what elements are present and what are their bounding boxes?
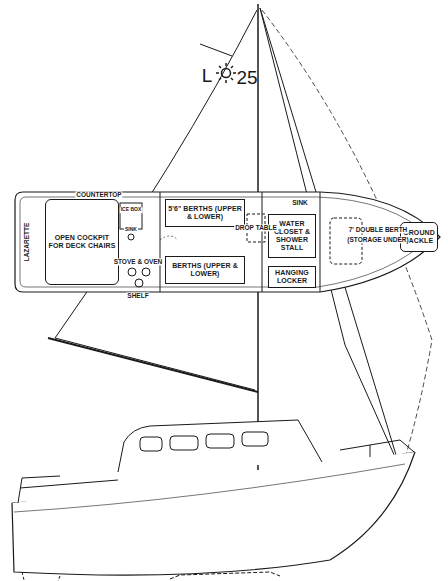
part-label: LAZARETTE (23, 222, 30, 263)
berth-box: 5'6" BERTHS (UPPER & LOWER) (165, 199, 245, 227)
part-label: 7' DOUBLE BERTH (348, 226, 409, 233)
part-label: DROP TABLE (234, 224, 278, 231)
sail-number: 25 (235, 68, 258, 89)
box-text: OPEN COCKPIT FOR DECK CHAIRS (48, 234, 116, 250)
box-text: 5'6" BERTHS (UPPER & LOWER) (168, 205, 242, 221)
locker-box: HANGING LOCKER (268, 266, 316, 288)
berth-box: BERTHS (UPPER & LOWER) (165, 256, 245, 284)
sail-letter: L (201, 66, 214, 87)
part-label: COUNTERTOP (75, 191, 122, 198)
box-text: HANGING LOCKER (271, 269, 313, 285)
cockpit-box: OPEN COCKPIT FOR DECK CHAIRS (45, 199, 119, 285)
part-label: SINK (124, 227, 138, 233)
part-label: ICE BOX (120, 207, 143, 213)
part-label: SHELF (126, 292, 149, 299)
head-compartment: WATER CLOSET & SHOWER STALL (268, 214, 316, 258)
box-text: BERTHS (UPPER & LOWER) (168, 262, 242, 278)
part-label: (STORAGE UNDER) (346, 236, 409, 243)
part-label: SINK (291, 199, 309, 206)
part-label: STOVE & OVEN (113, 258, 164, 265)
